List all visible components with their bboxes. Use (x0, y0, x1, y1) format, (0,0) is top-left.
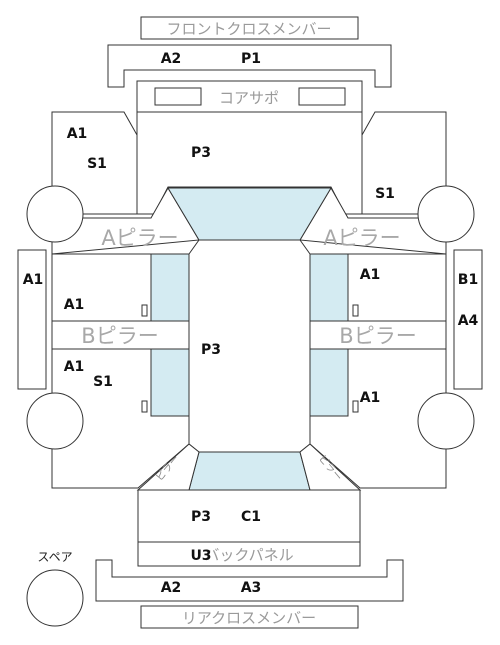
rear-right-wheel[interactable] (417, 392, 475, 450)
code-right-door-rear-a1: A1 (360, 390, 381, 406)
code-trunk-c1: C1 (241, 509, 261, 525)
code-right-side-b1: B1 (458, 272, 478, 288)
a-pillar-right-label: Aピラー (323, 226, 400, 250)
left-rear-window[interactable] (150, 348, 190, 417)
code-rear-a2: A2 (161, 580, 182, 596)
front-cross-member-box[interactable] (140, 16, 359, 40)
b-pillar-right-label: Bピラー (339, 324, 416, 348)
code-left-front-a1: A1 (67, 126, 88, 142)
code-roof-p3: P3 (191, 145, 211, 161)
rear-window-glass[interactable] (188, 451, 311, 491)
code-left-door-front-a1: A1 (64, 297, 85, 313)
front-right-wheel[interactable] (417, 185, 475, 243)
right-front-door-handle (352, 304, 359, 317)
core-support-label: コアサポ (219, 89, 279, 107)
rear-cross-member-label: リアクロスメンバー (182, 609, 316, 627)
code-right-side-a4: A4 (458, 313, 479, 329)
code-trunk-p3: P3 (191, 509, 211, 525)
rear-bumper-outline[interactable] (95, 559, 404, 602)
code-front-p1: P1 (241, 51, 261, 67)
rear-cross-member-box[interactable] (140, 605, 359, 629)
right-front-window[interactable] (309, 253, 349, 322)
left-front-window[interactable] (150, 253, 190, 322)
hood-panel[interactable] (136, 111, 363, 215)
code-right-front-s1: S1 (375, 186, 395, 202)
left-rocker-panel[interactable] (17, 249, 47, 390)
right-front-fender[interactable] (361, 111, 447, 215)
code-left-front-s1: S1 (87, 156, 107, 172)
back-panel-label: バックパネル (204, 546, 293, 564)
core-support-left-lamp (154, 87, 202, 106)
right-rear-door-handle (352, 400, 359, 413)
core-support-right-lamp (298, 87, 346, 106)
code-right-door-front-a1: A1 (360, 267, 381, 283)
code-left-door-rear-s1: S1 (93, 374, 113, 390)
right-rocker-panel[interactable] (453, 249, 483, 390)
b-pillar-left-label: Bピラー (81, 324, 158, 348)
front-cross-member-label: フロントクロスメンバー (166, 20, 331, 38)
spare-tire[interactable] (26, 569, 84, 627)
front-left-wheel[interactable] (26, 185, 84, 243)
a-pillar-left-label: Aピラー (101, 226, 178, 250)
rear-left-wheel[interactable] (26, 392, 84, 450)
left-rear-door-handle (141, 400, 148, 413)
right-b-pillar[interactable] (309, 320, 447, 350)
code-left-side-a1: A1 (23, 272, 44, 288)
front-bumper-outline[interactable] (107, 44, 392, 88)
code-front-a2: A2 (161, 51, 182, 67)
spare-label: スペア (37, 550, 72, 564)
code-back-u3: U3 (190, 548, 211, 564)
trunk-lid[interactable] (137, 489, 361, 543)
left-b-pillar[interactable] (51, 320, 190, 350)
code-rear-a3: A3 (241, 580, 262, 596)
right-rear-window[interactable] (309, 348, 349, 417)
code-left-door-rear-a1: A1 (64, 359, 85, 375)
code-cabin-p3: P3 (201, 342, 221, 358)
back-panel-box[interactable] (137, 541, 361, 567)
left-front-door-handle (141, 304, 148, 317)
